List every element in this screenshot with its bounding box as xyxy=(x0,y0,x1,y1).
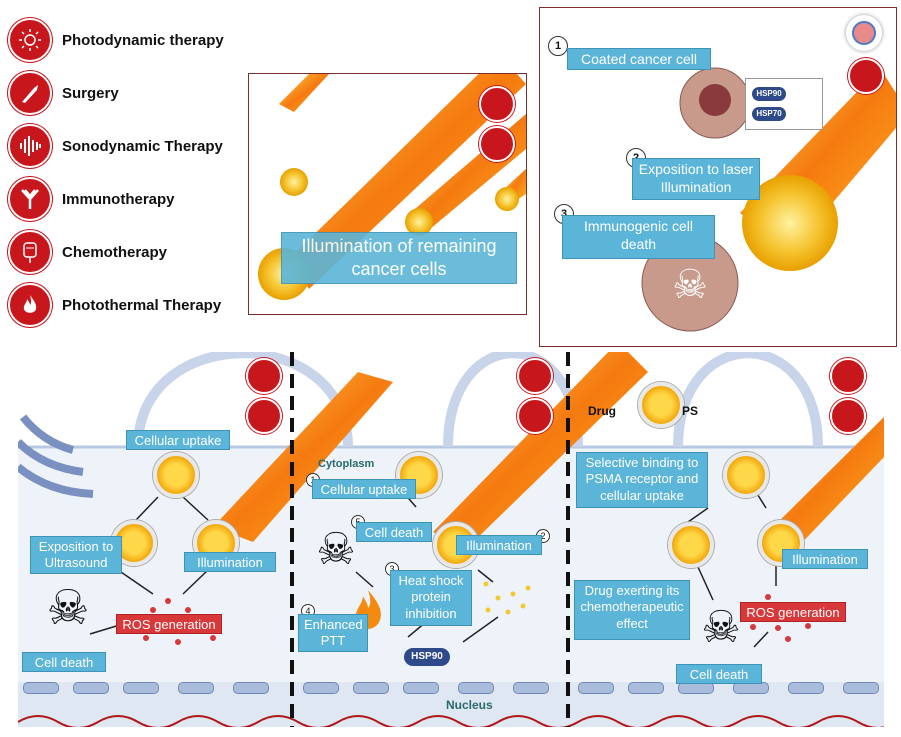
legend-item-pdt: Photodynamic therapy xyxy=(8,18,224,62)
flame-icon xyxy=(517,398,553,434)
skull-icon: ☠ xyxy=(672,263,708,307)
dna-strand xyxy=(18,715,884,727)
ptt-heatshock-label: Heat shock protein inhibition xyxy=(390,570,472,626)
mechanism-panel: ☠ ☠ ☠ Cellular uptake Exposition to Ultr… xyxy=(18,352,884,727)
legend-label: Chemotherapy xyxy=(62,243,168,261)
nucleus-cell xyxy=(353,682,389,694)
iv-bag-icon xyxy=(830,398,866,434)
nucleus-cell xyxy=(513,682,549,694)
laser-beam xyxy=(279,74,329,112)
soundwave-icon xyxy=(8,124,52,168)
cell-nucleus xyxy=(699,84,731,116)
chemo-drug-effect-label: Drug exerting its chemotherapeutic effec… xyxy=(574,580,690,640)
hsp90-label: HSP90 xyxy=(404,648,450,666)
laser-beam xyxy=(763,417,884,552)
surgery-caption: Illumination of remaining cancer cells xyxy=(281,232,517,284)
photodynamic-icon xyxy=(8,18,52,62)
immune-cell-icon xyxy=(846,15,882,51)
nucleus-cell xyxy=(788,682,824,694)
chemo-illumination-label: Illumination xyxy=(782,549,868,569)
nucleus-cell xyxy=(178,682,214,694)
sdt-ros-label: ROS generation xyxy=(116,614,222,634)
legend-label: Surgery xyxy=(62,84,119,102)
ptt-enhanced-label: Enhanced PTT xyxy=(298,614,368,652)
flame-icon xyxy=(8,283,52,327)
photodynamic-icon xyxy=(246,358,282,394)
ultrasound-waves xyxy=(18,414,94,498)
nucleus-cell xyxy=(403,682,439,694)
step3-label: Immunogenic cell death xyxy=(562,215,715,259)
ps-label: PS xyxy=(682,404,699,418)
sdt-death-label: Cell death xyxy=(22,652,106,672)
nucleus-cell xyxy=(843,682,879,694)
photodynamic-icon xyxy=(830,358,866,394)
sdt-illumination-label: Illumination xyxy=(184,552,276,572)
chemo-death-label: Cell death xyxy=(676,664,762,684)
nucleus-cell xyxy=(578,682,614,694)
laser-beam xyxy=(213,372,393,542)
surgery-panel: Illumination of remaining cancer cells xyxy=(248,73,527,315)
legend-item-immuno: Immunotherapy xyxy=(8,177,175,221)
laser-beam xyxy=(433,352,648,547)
hsp-box: HSP90 HSP70 xyxy=(745,78,823,130)
cytoplasm-label: Cytoplasm xyxy=(318,458,375,470)
nanoparticle xyxy=(668,522,714,568)
legend-item-sdt: Sonodynamic Therapy xyxy=(8,124,223,168)
nucleus-cell xyxy=(23,682,59,694)
legend-label: Sonodynamic Therapy xyxy=(62,137,223,155)
legend-label: Immunotherapy xyxy=(62,190,175,208)
skull-icon: ☠ xyxy=(46,582,89,635)
step2-label: Exposition to laser Illumination xyxy=(632,158,760,200)
nucleus-cell xyxy=(303,682,339,694)
nucleus-cell xyxy=(233,682,269,694)
scalpel-icon xyxy=(8,71,52,115)
nucleus-cell xyxy=(123,682,159,694)
legend-label: Photothermal Therapy xyxy=(62,296,222,314)
nanoparticle xyxy=(638,382,684,428)
nucleus-cell xyxy=(73,682,109,694)
cancer-cell xyxy=(280,168,308,196)
ptt-uptake-label: Cellular uptake xyxy=(312,479,416,499)
chemo-ros-label: ROS generation xyxy=(740,602,846,622)
photodynamic-icon xyxy=(479,86,515,122)
cancer-cell xyxy=(495,187,519,211)
nanoparticle xyxy=(153,452,199,498)
ptt-illumination-label: Illumination xyxy=(456,535,542,555)
legend-item-surgery: Surgery xyxy=(8,71,119,115)
nucleus-cell xyxy=(458,682,494,694)
legend-label: Photodynamic therapy xyxy=(62,31,224,49)
iv-bag-icon xyxy=(8,230,52,274)
immuno-panel: ☠ HSP90 HSP70 1 2 3 Coated cancer cell E… xyxy=(539,7,897,347)
nanoparticle xyxy=(723,452,769,498)
step1-label: Coated cancer cell xyxy=(567,48,711,70)
scalpel-icon xyxy=(479,126,515,162)
sdt-uptake-label: Cellular uptake xyxy=(126,430,230,450)
yellow-particles xyxy=(483,581,531,615)
nucleus-label: Nucleus xyxy=(446,698,493,712)
nucleus-cell xyxy=(628,682,664,694)
hsp90-label: HSP90 xyxy=(752,87,786,101)
step-number: 1 xyxy=(548,36,568,56)
illuminated-cell xyxy=(742,175,838,271)
skull-icon: ☠ xyxy=(316,525,355,574)
ptt-death-label: Cell death xyxy=(356,522,432,542)
drug-label: Drug xyxy=(588,404,616,418)
chemo-binding-label: Selective binding to PSMA receptor and c… xyxy=(576,452,708,508)
cancer-cell xyxy=(405,208,433,236)
legend-item-ptt: Photothermal Therapy xyxy=(8,283,221,327)
hsp70-label: HSP70 xyxy=(752,107,786,121)
antibody-icon xyxy=(848,58,884,94)
sdt-ultrasound-label: Exposition to Ultrasound xyxy=(30,536,122,574)
legend-item-chemo: Chemotherapy xyxy=(8,230,167,274)
antibody-icon xyxy=(8,177,52,221)
photodynamic-icon xyxy=(517,358,553,394)
soundwave-icon xyxy=(246,398,282,434)
skull-icon: ☠ xyxy=(701,603,740,652)
